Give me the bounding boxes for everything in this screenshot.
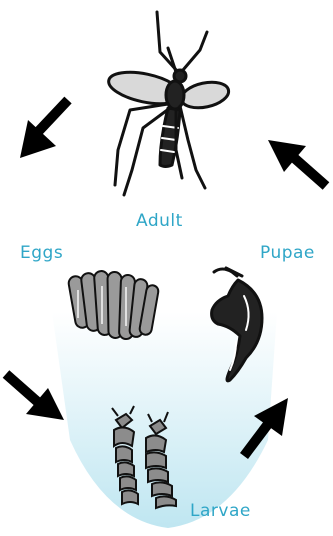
adult-mosquito-icon: [106, 12, 231, 195]
arrow-eggs-to-larvae: [6, 374, 64, 420]
label-eggs: Eggs: [20, 243, 63, 263]
label-larvae: Larvae: [190, 501, 251, 521]
arrow-adult-to-eggs: [20, 100, 68, 158]
arrow-pupae-to-adult: [268, 140, 326, 186]
label-adult: Adult: [136, 211, 183, 231]
label-pupae: Pupae: [260, 243, 315, 263]
